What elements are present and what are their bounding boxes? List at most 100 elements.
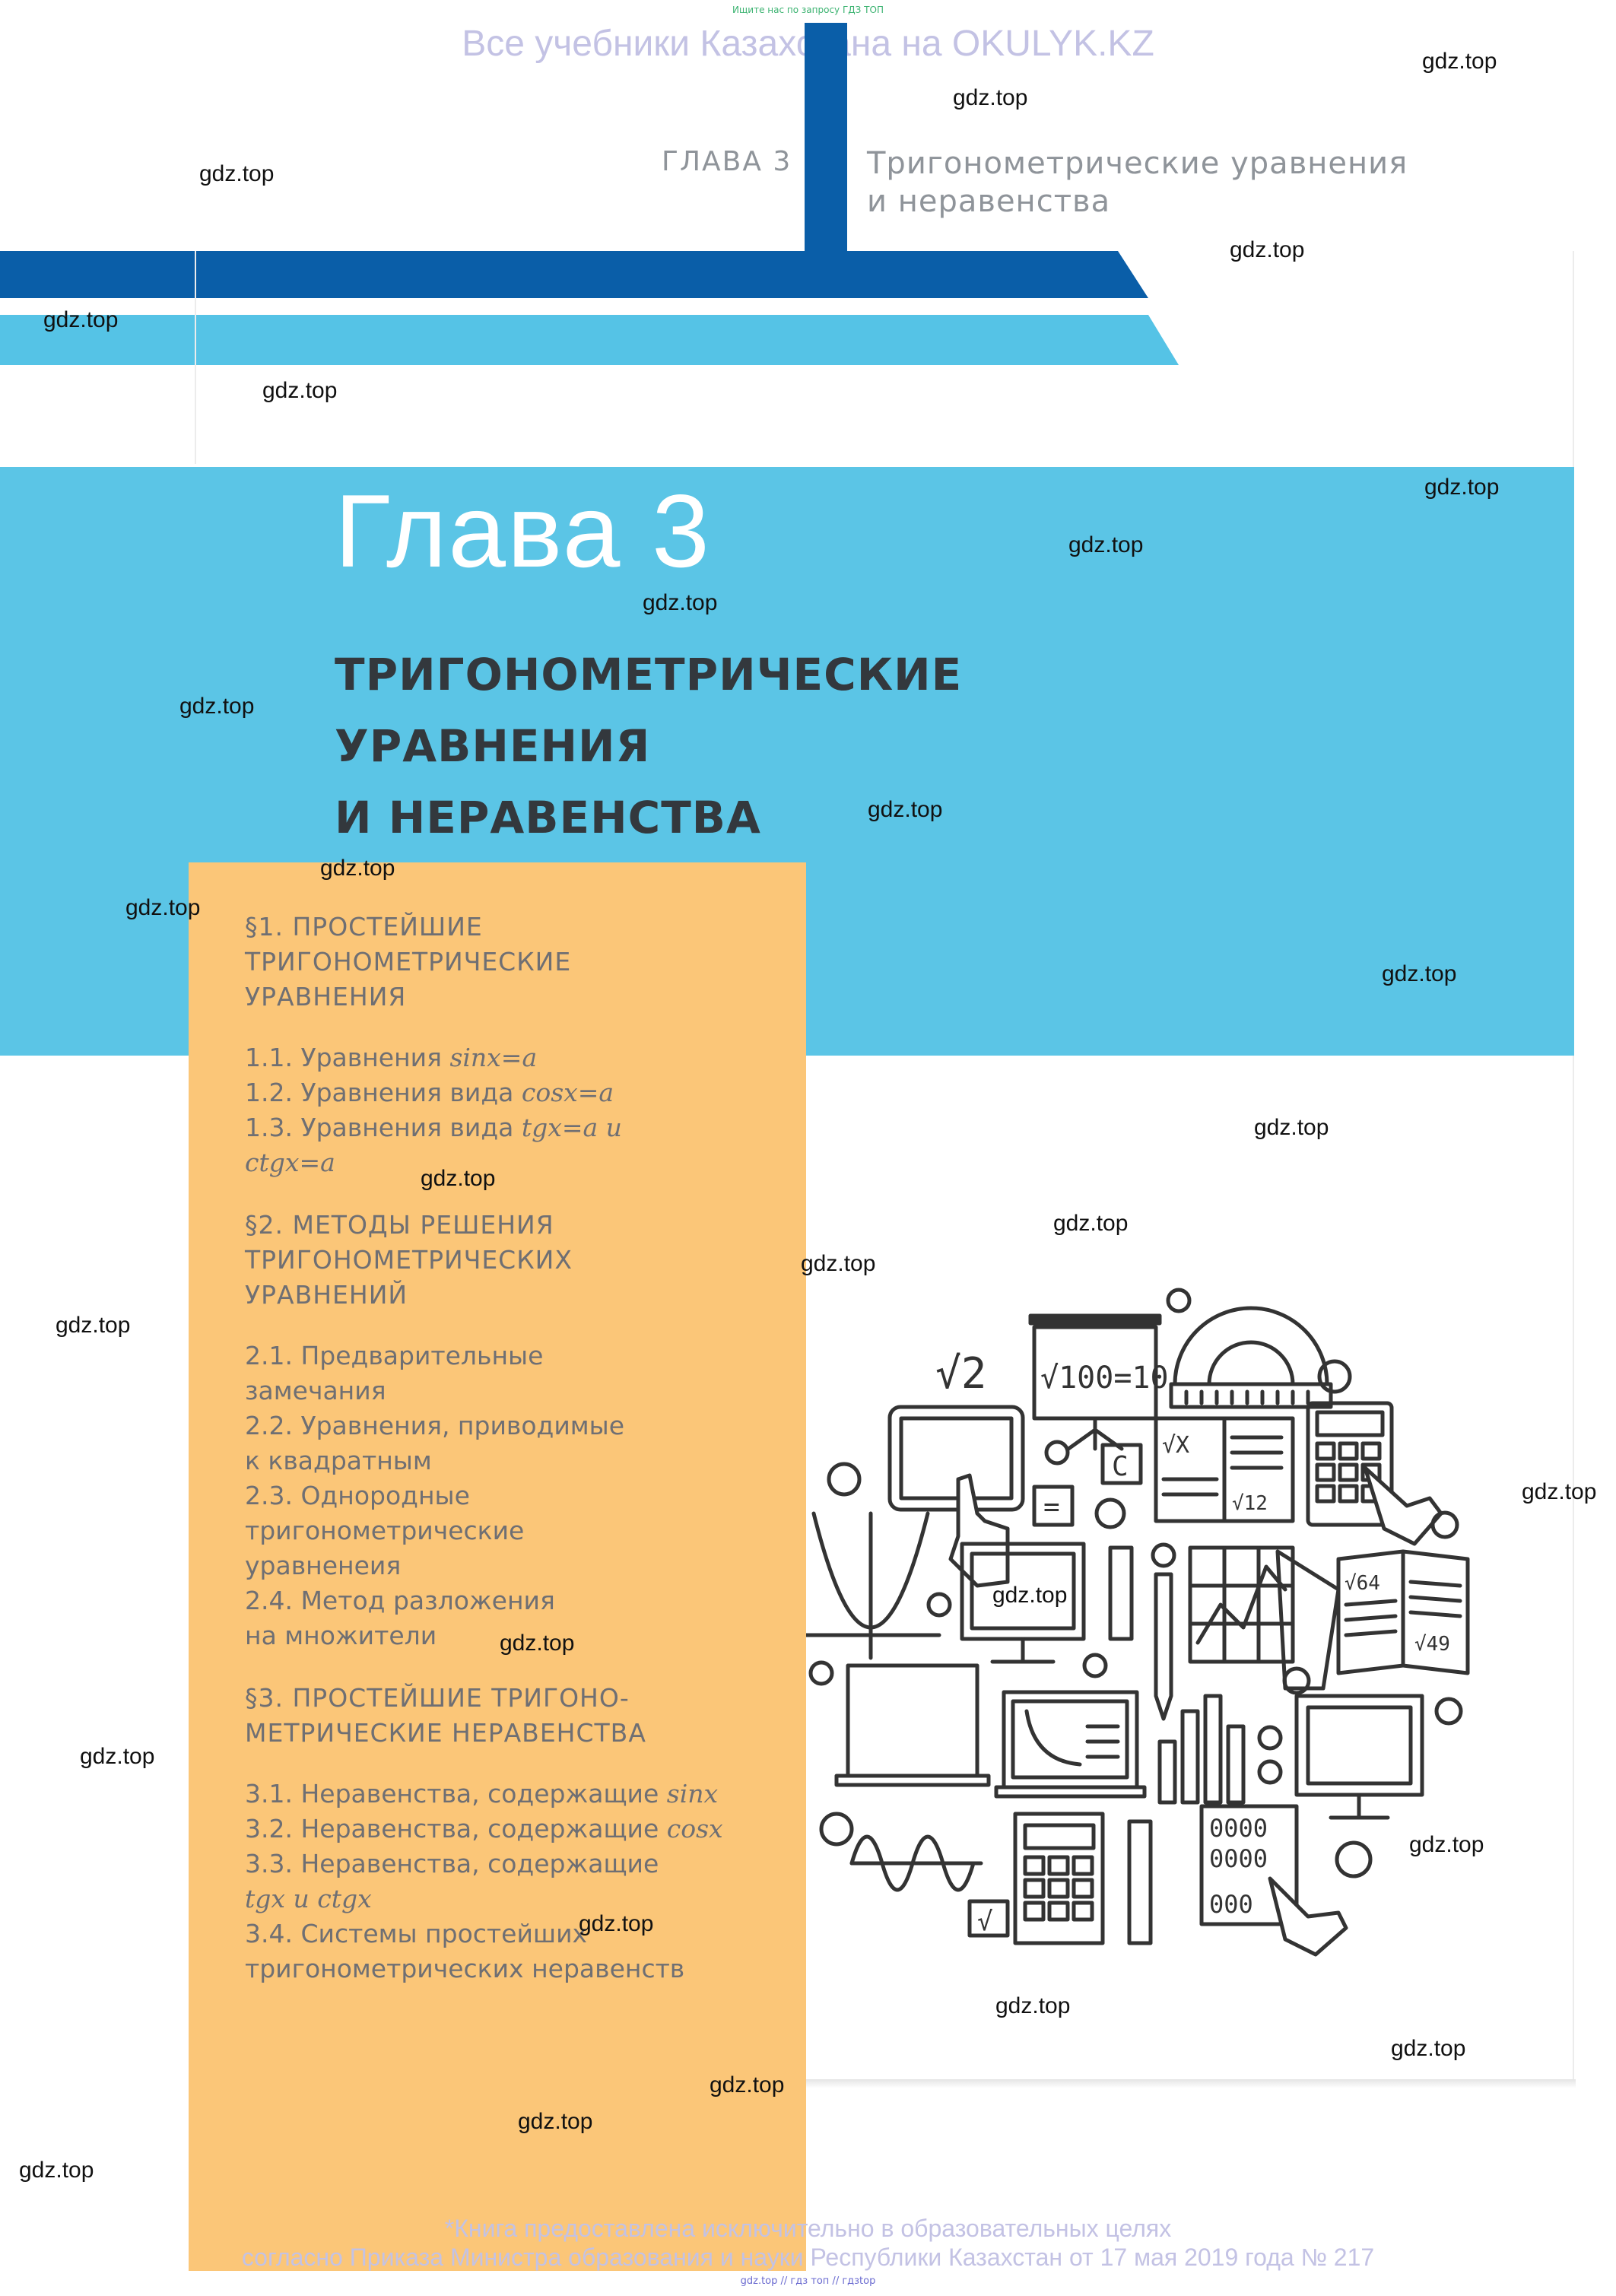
toc-item: замечания: [245, 1376, 386, 1405]
chapter-subtitle: ТРИГОНОМЕТРИЧЕСКИЕ УРАВНЕНИЯ И НЕРАВЕНСТ…: [335, 639, 962, 853]
sqrt49-text: √49: [1414, 1633, 1450, 1656]
toc-section-line: ТРИГОНОМЕТРИЧЕСКИХ: [245, 1245, 573, 1275]
circle-dot: [1430, 1510, 1459, 1539]
table-of-contents: §1. ПРОСТЕЙШИЕ ТРИГОНОМЕТРИЧЕСКИЕ УРАВНЕ…: [245, 910, 777, 2014]
page-edge-left: [195, 251, 196, 464]
watermark: gdz.top: [801, 1251, 876, 1276]
toc-item: уравненеия: [245, 1551, 402, 1580]
toc-item: 3.3. Неравенства, содержащие: [245, 1849, 659, 1878]
chapter-subtitle-line: УРАВНЕНИЯ: [335, 720, 651, 772]
circle-dot: [1257, 1759, 1283, 1785]
watermark: gdz.top: [1382, 961, 1457, 986]
watermark: gdz.top: [868, 797, 943, 822]
header-vertical-bar: [805, 23, 847, 251]
watermark: gdz.top: [43, 307, 119, 332]
toc-item: tgx и ctgx: [245, 1882, 777, 1917]
watermark: gdz.top: [1422, 49, 1497, 74]
math-illustration: √2 √100=10 C = √X √12: [806, 1288, 1470, 1957]
watermark: gdz.top: [1254, 1115, 1329, 1140]
bar-chart-icon: [1157, 1694, 1246, 1805]
circle-dot: [1151, 1542, 1176, 1568]
desktop-monitor-icon: [1294, 1694, 1424, 1820]
math-expression: cosx=a: [521, 1078, 614, 1107]
circle-dot: [1044, 1440, 1070, 1466]
toc-item: 2.4. Метод разложения: [245, 1586, 555, 1615]
c-key-icon: [1100, 1443, 1143, 1485]
search-hint: Ищите нас по запросу ГДЗ ТОП: [732, 5, 884, 15]
equals-key-icon: [1032, 1485, 1075, 1527]
chapter-number-title: Глава 3: [335, 473, 711, 589]
footer-credits: gdz.top // гдз топ // гдзtop: [740, 2275, 876, 2287]
dark-blue-stripe: [0, 251, 1148, 298]
running-head-title: Тригонометрические уравнения и неравенст…: [867, 144, 1408, 221]
toc-section-1-items: 1.1. Уравнения sinx=a 1.2. Уравнения вид…: [245, 1040, 777, 1180]
laptop-icon: [834, 1663, 991, 1787]
watermark: gdz.top: [643, 590, 718, 615]
triangle-ruler-icon: [1275, 1549, 1341, 1691]
running-head-line-2: и неравенства: [867, 184, 1111, 219]
circle-dot: [1434, 1697, 1463, 1726]
notebook-icon: √X √12: [1154, 1416, 1295, 1523]
circle-dot: [819, 1812, 854, 1847]
watermark: gdz.top: [56, 1313, 131, 1338]
toc-section-line: ТРИГОНОМЕТРИЧЕСКИЕ: [245, 947, 572, 977]
toc-item: 3.4. Системы простейших: [245, 1919, 588, 1948]
disclaimer-line-1: *Книга предоставлена исключительно в обр…: [444, 2215, 1172, 2242]
ruler-icon: [1108, 1545, 1134, 1641]
toc-section-2: §2. МЕТОДЫ РЕШЕНИЯ ТРИГОНОМЕТРИЧЕСКИХ УР…: [245, 1208, 777, 1313]
pencil-icon: [1154, 1572, 1173, 1721]
chapter-subtitle-line: И НЕРАВЕНСТВА: [335, 792, 761, 843]
page-edge-right: [1573, 251, 1574, 2084]
keypad-icon: [1013, 1812, 1105, 1945]
toc-section-1: §1. ПРОСТЕЙШИЕ ТРИГОНОМЕТРИЧЕСКИЕ УРАВНЕ…: [245, 910, 777, 1015]
chapter-subtitle-line: ТРИГОНОМЕТРИЧЕСКИЕ: [335, 649, 963, 700]
sqrt2-symbol: √2: [935, 1349, 986, 1399]
circle-dot: [926, 1592, 952, 1618]
page-shadow: [806, 2079, 1576, 2088]
toc-item: 2.2. Уравнения, приводимые: [245, 1411, 625, 1440]
watermark: gdz.top: [80, 1744, 155, 1769]
line-chart-icon: [1188, 1545, 1295, 1664]
toc-section-line: УРАВНЕНИЙ: [245, 1280, 408, 1310]
math-expression: tgx=a и: [521, 1113, 622, 1142]
watermark: gdz.top: [19, 2158, 94, 2183]
math-expression: tgx и ctgx: [245, 1884, 372, 1913]
watermark: gdz.top: [1424, 475, 1500, 500]
watermark: gdz.top: [1391, 2036, 1466, 2061]
circle-dot: [1082, 1653, 1108, 1678]
sine-wave-icon: [849, 1834, 983, 1892]
watermark: gdz.top: [953, 85, 1028, 110]
toc-section-3-items: 3.1. Неравенства, содержащие sinx 3.2. Н…: [245, 1777, 777, 1986]
circle-dot: [827, 1462, 862, 1497]
running-head-line-1: Тригонометрические уравнения: [867, 146, 1408, 181]
sqrt64-text: √64: [1345, 1572, 1380, 1595]
toc-item: тригонометрические: [245, 1516, 525, 1545]
toc-section-line: §2. МЕТОДЫ РЕШЕНИЯ: [245, 1210, 554, 1240]
toc-section-line: §3. ПРОСТЕЙШИЕ ТРИГОНО-: [245, 1683, 630, 1713]
toc-item: 2.3. Однородные: [245, 1481, 470, 1510]
disclaimer-line-2: согласно Приказа Министра образования и …: [241, 2244, 1375, 2271]
binary-document-icon: 0000 0000 000: [1199, 1804, 1348, 1957]
watermark: gdz.top: [125, 895, 201, 920]
board-icon: √100=10: [1028, 1313, 1169, 1451]
watermark: gdz.top: [179, 694, 255, 719]
circle-dot: [1317, 1359, 1352, 1394]
toc-item: тригонометрических неравенств: [245, 1954, 685, 1983]
calculator-icon: [1306, 1401, 1443, 1546]
toc-item: 1.3. Уравнения вида tgx=a и: [245, 1113, 622, 1142]
check-mark: √: [977, 1907, 992, 1937]
watermark: gdz.top: [1053, 1211, 1129, 1236]
protractor-icon: [1169, 1306, 1333, 1409]
circle-dot: [1282, 1666, 1311, 1695]
toc-item: 1.1. Уравнения sinx=a: [245, 1043, 538, 1072]
toc-item: 3.1. Неравенства, содержащие sinx: [245, 1779, 719, 1809]
toc-section-3: §3. ПРОСТЕЙШИЕ ТРИГОНО- МЕТРИЧЕСКИЕ НЕРА…: [245, 1681, 777, 1751]
toc-item: на множители: [245, 1621, 437, 1650]
circle-dot: [1257, 1725, 1283, 1751]
toc-section-line: УРАВНЕНИЯ: [245, 982, 407, 1011]
toc-item: 2.1. Предварительные: [245, 1341, 544, 1370]
sqrtx-text: √X: [1162, 1432, 1189, 1459]
toc-panel: [189, 862, 806, 2271]
watermark: gdz.top: [1068, 532, 1144, 557]
binary-text: 000: [1209, 1890, 1253, 1919]
